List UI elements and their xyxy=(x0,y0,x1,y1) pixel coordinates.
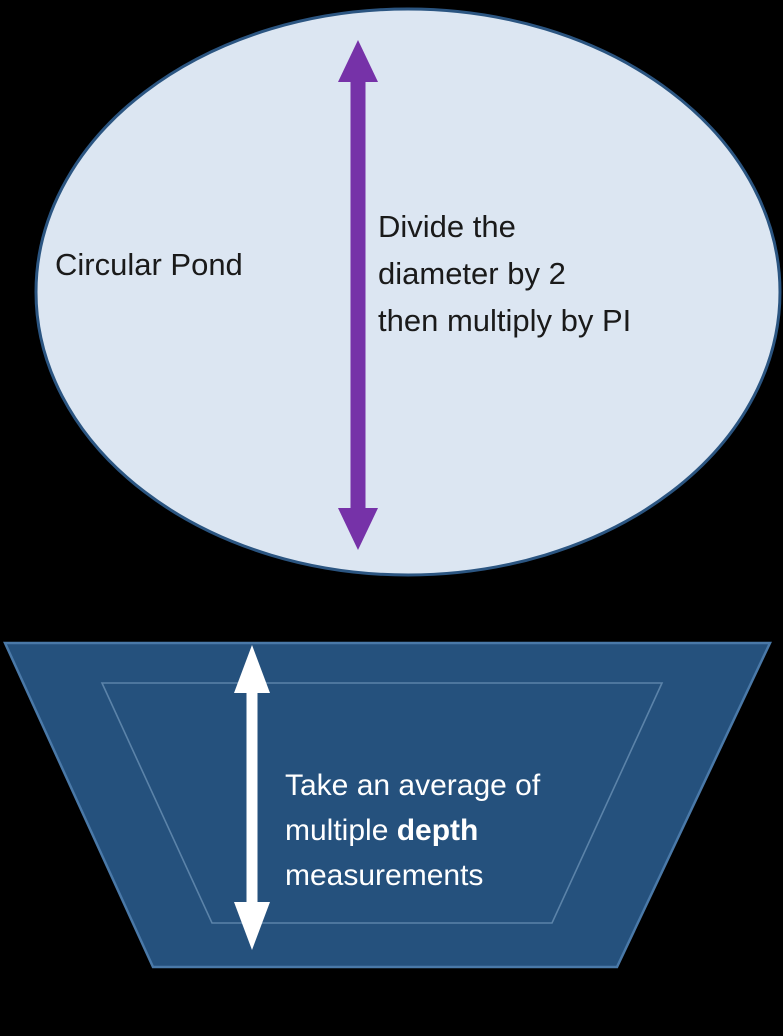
pond-inner-outline xyxy=(100,682,664,924)
pond-cross-section-shape xyxy=(3,641,772,969)
diameter-instruction-line1: Divide the xyxy=(378,209,516,244)
depth-arrow-icon xyxy=(234,645,270,950)
depth-instruction-line2: multiple depth xyxy=(285,808,540,853)
depth-instruction-line3: measurements xyxy=(285,859,484,892)
depth-instruction-line2-bold: depth xyxy=(396,814,479,847)
diameter-instruction-line2: diameter by 2 xyxy=(378,256,566,291)
circular-pond-label: Circular Pond xyxy=(55,247,243,282)
depth-instruction-line1: Take an average of xyxy=(285,769,541,802)
depth-instruction-line2-prefix: multiple xyxy=(285,814,397,847)
diameter-instruction: Divide the diameter by 2 then multiply b… xyxy=(378,203,631,344)
circular-pond-shape xyxy=(34,7,782,577)
diameter-arrow-icon xyxy=(338,40,378,550)
depth-instruction: Take an average of multiple depth measur… xyxy=(285,763,540,898)
diameter-instruction-line3: then multiply by PI xyxy=(378,303,632,338)
